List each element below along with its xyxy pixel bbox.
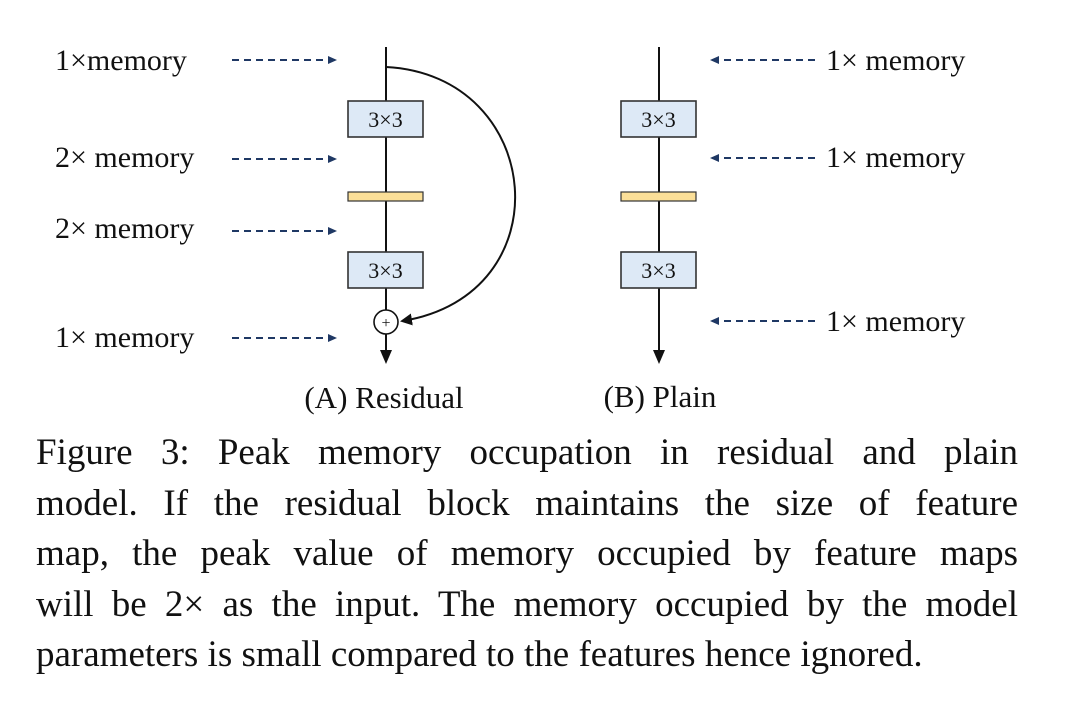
plain-conv-block-2	[620, 251, 697, 289]
residual-norm-bar	[347, 191, 424, 202]
plain-norm-bar	[620, 191, 697, 202]
residual-diagram: 3×3 3×3 + 1×memory 2× memory 2× memory 1…	[55, 44, 517, 415]
residual-conv-block-1	[347, 100, 424, 138]
add-node	[373, 309, 399, 335]
plain-output-arrowhead	[653, 350, 665, 364]
plain-caption: (B) Plain	[604, 379, 717, 414]
plain-memory-label-2: 1× memory	[826, 141, 965, 174]
residual-memory-label-4: 1× memory	[55, 321, 194, 354]
plain-conv-block-1	[620, 100, 697, 138]
residual-caption: (A) Residual	[304, 380, 463, 415]
residual-memory-label-1: 1×memory	[55, 44, 187, 77]
plain-memory-label-1: 1× memory	[826, 44, 965, 77]
residual-output-arrowhead	[380, 350, 392, 364]
residual-conv-label-2: 3×3	[368, 258, 402, 283]
plain-memory-label-3: 1× memory	[826, 305, 965, 338]
memory-diagram: 3×3 3×3 + 1×memory 2× memory 2× memory 1…	[55, 44, 966, 415]
add-symbol: +	[381, 315, 390, 332]
caption-line-1: Figure 3: Peak memory occupation in resi…	[36, 432, 1018, 473]
caption-line-4: will be 2× as the input. The memory occu…	[36, 583, 1018, 625]
plain-conv-label-2: 3×3	[641, 258, 675, 283]
plain-diagram: 3×3 3×3 1× memory 1× memory 1× memory (B…	[604, 44, 966, 414]
caption-line-3: map, the peak value of memory occupied b…	[36, 533, 1018, 574]
residual-memory-label-2: 2× memory	[55, 141, 194, 174]
residual-memory-label-3: 2× memory	[55, 212, 194, 245]
figure-caption: Figure 3: Peak memory occupation in resi…	[36, 428, 1018, 681]
residual-conv-block-2	[347, 251, 424, 289]
residual-conv-label-1: 3×3	[368, 107, 402, 132]
caption-line-5: parameters is small compared to the feat…	[36, 634, 923, 675]
caption-line-2: model. If the residual block maintains t…	[36, 482, 1018, 524]
plain-conv-label-1: 3×3	[641, 107, 675, 132]
skip-connection-arrow	[385, 66, 517, 326]
